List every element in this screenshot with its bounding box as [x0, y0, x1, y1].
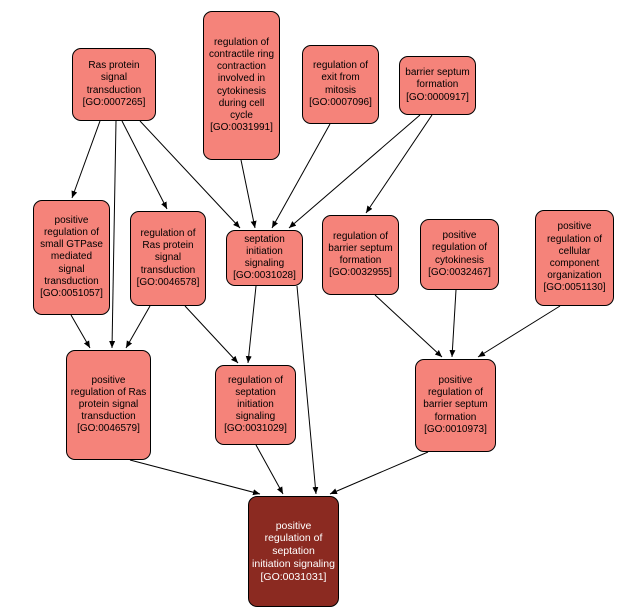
- go-node-0010973[interactable]: positive regulation of barrier septum fo…: [415, 359, 496, 452]
- go-node-id: [GO:0031031]: [260, 570, 327, 583]
- edge-0007265-0051057: [71, 120, 101, 199]
- go-node-id: [GO:0031991]: [210, 122, 273, 134]
- go-node-label: regulation of septation initiation signa…: [227, 374, 284, 423]
- edge-0051130-0010973: [477, 305, 561, 358]
- go-node-label: regulation of contractile ring contracti…: [208, 36, 275, 121]
- edge-0032467-0010973: [449, 289, 457, 358]
- go-node-label: septation initiation signaling: [244, 233, 285, 269]
- edge-0046578-0031029: [184, 305, 239, 364]
- go-node-label: positive regulation of cytokinesis: [431, 230, 488, 266]
- go-node-id: [GO:0007096]: [309, 96, 372, 108]
- edge-0000917-0031028: [288, 114, 421, 229]
- go-node-label: positive regulation of small GTPase medi…: [40, 214, 103, 287]
- edge-0000917-0032955: [365, 114, 433, 214]
- go-node-id: [GO:0007265]: [82, 96, 146, 108]
- edge-0046578-0046579: [125, 305, 151, 349]
- go-node-id: [GO:0046578]: [136, 276, 200, 288]
- go-node-id: [GO:0046579]: [77, 423, 140, 435]
- edge-0007096-0031028: [271, 123, 331, 229]
- edge-0046579-0031031: [129, 459, 261, 496]
- go-node-0032467[interactable]: positive regulation of cytokinesis [GO:0…: [420, 219, 499, 290]
- edge-0031028-0031031: [296, 285, 319, 495]
- go-node-0031991[interactable]: regulation of contractile ring contracti…: [203, 11, 280, 160]
- go-node-0046578[interactable]: regulation of Ras protein signal transdu…: [130, 211, 206, 306]
- edge-0007265-0031028: [139, 120, 241, 229]
- edge-0051057-0046579: [70, 314, 91, 349]
- go-node-label: positive regulation of Ras protein signa…: [70, 374, 147, 423]
- go-node-id: [GO:0032955]: [329, 267, 392, 279]
- go-node-0031028[interactable]: septation initiation signaling [GO:00310…: [226, 230, 303, 286]
- go-node-label: regulation of barrier septum formation: [328, 230, 393, 266]
- go-node-id: [GO:0051057]: [40, 287, 103, 299]
- go-node-label: positive regulation of barrier septum fo…: [423, 375, 488, 423]
- edge-0031991-0031028: [240, 159, 257, 229]
- go-node-0051057[interactable]: positive regulation of small GTPase medi…: [33, 200, 110, 315]
- edge-0031029-0031031: [255, 444, 284, 495]
- go-node-id: [GO:0031029]: [224, 423, 287, 435]
- edge-0010973-0031031: [329, 451, 429, 495]
- go-node-0031029[interactable]: regulation of septation initiation signa…: [215, 365, 296, 445]
- go-node-0046579[interactable]: positive regulation of Ras protein signa…: [66, 350, 151, 460]
- go-node-id: [GO:0032467]: [428, 266, 491, 278]
- edge-0007265-0046578: [121, 120, 168, 210]
- go-node-id: [GO:0010973]: [424, 423, 487, 435]
- go-node-0007265[interactable]: Ras protein signal transduction [GO:0007…: [72, 48, 156, 121]
- go-node-id: [GO:0000917]: [406, 91, 469, 103]
- go-node-label: regulation of Ras protein signal transdu…: [140, 228, 196, 276]
- go-node-label: Ras protein signal transduction: [86, 60, 142, 96]
- go-node-0032955[interactable]: regulation of barrier septum formation […: [322, 215, 399, 295]
- go-node-0051130[interactable]: positive regulation of cellular componen…: [535, 210, 614, 306]
- go-node-0031031-focus[interactable]: positive regulation of septation initiat…: [248, 496, 339, 607]
- go-node-0007096[interactable]: regulation of exit from mitosis [GO:0007…: [302, 45, 379, 124]
- go-node-id: [GO:0031028]: [233, 270, 296, 282]
- go-node-label: positive regulation of septation initiat…: [252, 519, 335, 570]
- edge-0007265-0046579: [109, 120, 117, 349]
- go-node-label: barrier septum formation: [405, 67, 470, 91]
- go-node-label: positive regulation of cellular componen…: [546, 221, 603, 282]
- edge-0031028-0031029: [245, 285, 257, 364]
- go-node-label: regulation of exit from mitosis: [312, 60, 369, 96]
- edge-0032955-0010973: [374, 294, 443, 358]
- go-node-0000917[interactable]: barrier septum formation [GO:0000917]: [399, 56, 476, 115]
- go-node-id: [GO:0051130]: [543, 282, 606, 294]
